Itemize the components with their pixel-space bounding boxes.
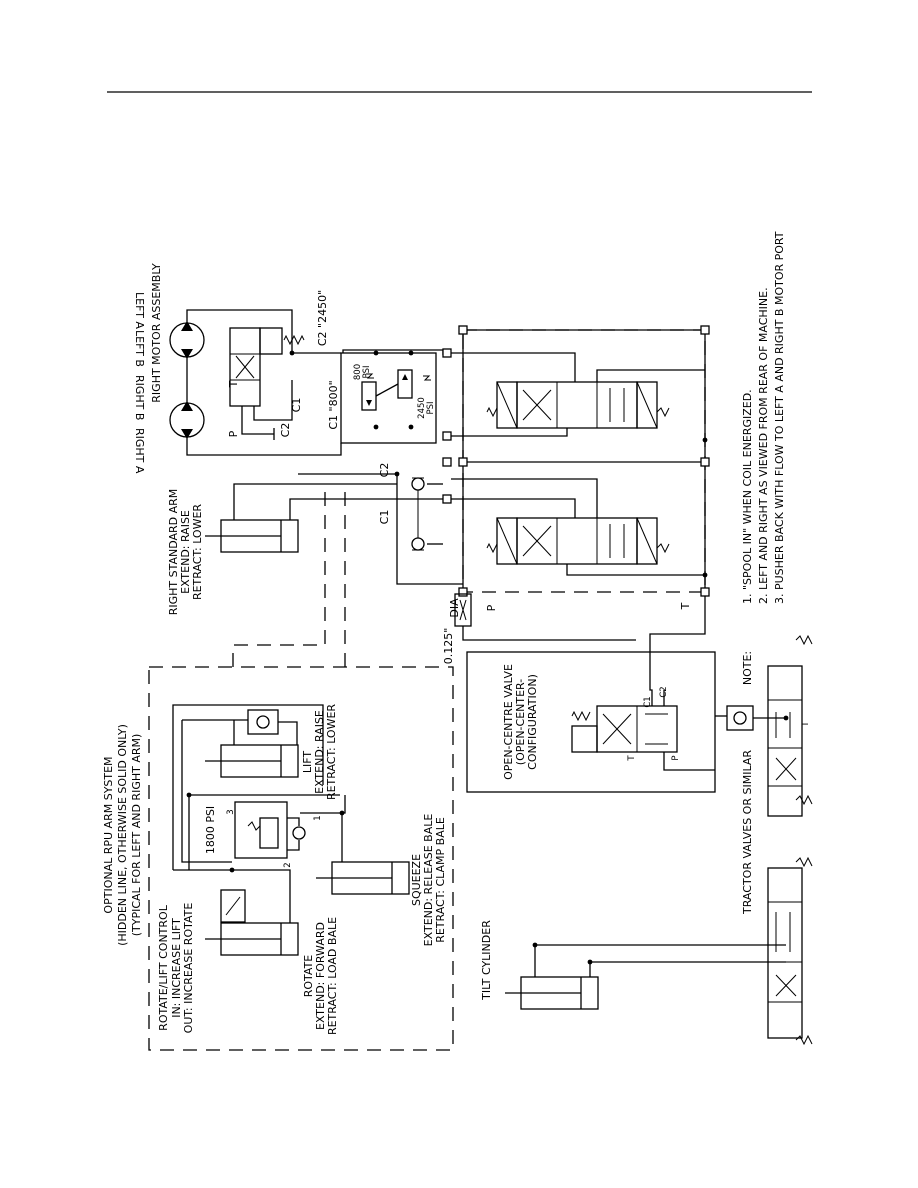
label-psi-1800: 1800 PSI <box>204 806 217 854</box>
label-note: NOTE: <box>741 651 754 685</box>
label-right-arm-3: RETRACT: LOWER <box>191 504 204 600</box>
label-rotate-1: ROTATE <box>302 955 315 998</box>
label-optional-2: (HIDDEN LINE, OTHERWISE SOLID ONLY) <box>116 724 129 946</box>
label-port-2: 2 <box>283 862 293 867</box>
tractor-valve-upper <box>767 634 813 817</box>
label-tractor-valves: TRACTOR VALVES OR SIMILAR <box>741 750 754 915</box>
label-squeeze-1: SQUEEZE <box>410 854 423 906</box>
label-c2-2450: C2 "2450" <box>316 290 329 346</box>
label-occ-3: CONFIGURATION) <box>526 674 539 770</box>
valve-bank <box>442 325 710 597</box>
label-port-1: 1 <box>313 815 323 820</box>
label-psi-2450-value: 2450 <box>417 397 427 419</box>
label-psi-800-value: 800 <box>353 364 363 380</box>
label-left-b: LEFT B <box>133 330 146 367</box>
label-psi-2450-unit: PSI <box>426 401 436 414</box>
label-tractor-t: T <box>801 721 811 728</box>
label-occ-1: OPEN-CENTRE VALVE <box>502 664 515 780</box>
relief-valves <box>340 349 444 444</box>
motor-directional-valve <box>229 327 261 407</box>
label-occ-c2: C2 <box>659 686 669 697</box>
optional-rpu-system <box>148 490 454 1051</box>
label-right-arm-1: RIGHT STANDARD ARM <box>167 489 180 616</box>
label-note-1: 1. "SPOOL IN" WHEN COIL ENERGIZED. <box>741 389 754 604</box>
label-rotlift-2: IN: INCREASE LIFT <box>170 918 183 1018</box>
label-right-b: RIGHT B <box>133 375 146 420</box>
label-lift-3: RETRACT: LOWER <box>325 704 338 800</box>
label-lift-2: EXTEND: RAISE <box>313 710 326 794</box>
label-rotate-2: EXTEND: FORWARD <box>314 922 327 1030</box>
label-optional-1: OPTIONAL RPU ARM SYSTEM <box>102 756 115 913</box>
label-left-a: LEFT A <box>133 292 146 329</box>
label-dia: DIA <box>448 598 461 618</box>
label-optional-3: (TYPICAL FOR LEFT AND RIGHT ARM) <box>130 734 143 937</box>
pilot-check-valves <box>298 471 463 585</box>
label-motor-t: T <box>227 380 240 388</box>
diagram-labels: RIGHT A RIGHT B LEFT B LEFT A RIGHT MOTO… <box>102 231 811 1035</box>
tilt-cylinder <box>505 942 786 1010</box>
tractor-valve-lower <box>767 856 813 1046</box>
lower-spool-valve <box>516 517 638 565</box>
label-occ-c1: C1 <box>643 696 653 707</box>
label-bank-p: P <box>485 604 498 611</box>
open-centre-valve <box>466 596 727 793</box>
label-squeeze-3: RETRACT: CLAMP BALE <box>434 817 447 943</box>
label-rotlift-3: OUT: INCREASE ROTATE <box>182 903 195 1034</box>
label-right-arm-2: EXTEND: RAISE <box>179 510 192 594</box>
label-motor-c2: C2 <box>279 423 292 438</box>
label-port-3: 3 <box>226 809 236 814</box>
label-psi-800-unit: PSI <box>362 365 372 378</box>
label-right-motor-assembly: RIGHT MOTOR ASSEMBLY <box>150 263 163 403</box>
motor-assembly <box>169 309 342 456</box>
label-rotlift-1: ROTATE/LIFT CONTROL <box>157 904 170 1031</box>
label-note-2: 2. LEFT AND RIGHT AS VIEWED FROM REAR OF… <box>757 287 770 604</box>
label-bank-c1: C1 <box>378 510 391 525</box>
upper-spool-valve <box>516 381 638 429</box>
label-squeeze-2: EXTEND: RELEASE BALE <box>422 814 435 947</box>
tractor-check-valve <box>726 705 789 731</box>
label-occ-p: P <box>671 755 681 760</box>
label-bank-t: T <box>679 602 692 610</box>
label-dia-value: 0.125" <box>442 628 455 665</box>
label-right-a: RIGHT A <box>133 428 146 474</box>
label-note-3: 3. PUSHER BACK WITH FLOW TO LEFT A AND R… <box>773 231 786 604</box>
label-bank-c2: C2 <box>378 463 391 478</box>
label-occ-2: (OPEN-CENTER- <box>514 679 527 765</box>
right-arm-cylinder <box>205 483 443 553</box>
label-tilt-cylinder: TILT CYLINDER <box>480 920 493 1001</box>
label-motor-p: P <box>227 430 240 437</box>
label-c1-800: C1 "800" <box>327 380 340 429</box>
label-occ-t: T <box>627 755 637 762</box>
label-rotate-3: RETRACT: LOAD BALE <box>326 917 339 1035</box>
label-lift-1: LIFT <box>301 751 314 774</box>
label-motor-c1: C1 <box>290 398 303 413</box>
